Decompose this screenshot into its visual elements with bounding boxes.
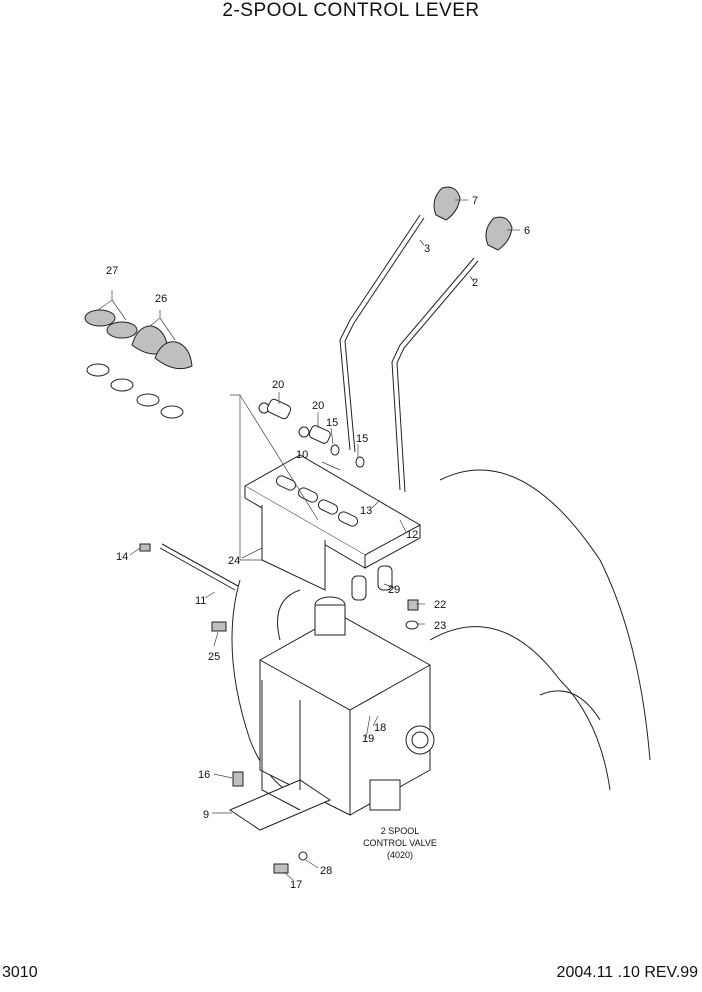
callout-16: 16: [198, 769, 210, 781]
callout-14: 14: [116, 551, 128, 563]
callout-15a: 15: [326, 417, 338, 429]
leader-lines: [129, 199, 520, 881]
callout-12: 12: [406, 529, 418, 541]
knob-6: [485, 216, 513, 251]
plug-22: [407, 599, 419, 611]
callout-2: 2: [472, 277, 478, 289]
callout-28: 28: [320, 865, 332, 877]
revision-date: 2004.11 .10 REV.99: [556, 964, 698, 981]
callout-11: 11: [195, 595, 206, 607]
o-ring-23: [405, 620, 419, 630]
page-number: 3010: [2, 964, 38, 981]
control-valve-body: [259, 596, 435, 816]
callout-20a: 20: [272, 379, 284, 391]
callout-3: 3: [424, 243, 430, 255]
callout-17: 17: [290, 879, 302, 891]
bracket-9: [228, 680, 332, 831]
callout-29: 29: [388, 584, 400, 596]
callout-9: 9: [203, 809, 209, 821]
callout-19: 19: [362, 733, 374, 745]
callout-27: 27: [106, 265, 118, 277]
bushings-20: [258, 398, 365, 468]
callout-24: 24: [228, 555, 240, 567]
callout-26: 26: [155, 293, 167, 305]
cover-plate-24: [243, 454, 422, 591]
callout-18: 18: [374, 722, 386, 734]
lever-2: [391, 257, 479, 493]
bolt-25: [211, 621, 227, 632]
spacers-29: [351, 565, 393, 601]
bolt-14: [139, 543, 151, 552]
bolt-17: [273, 863, 289, 874]
callout-6: 6: [524, 225, 530, 237]
callout-brackets: [97, 290, 176, 341]
valve-note-line1: 2 SPOOL: [381, 826, 420, 836]
callout-20b: 20: [312, 400, 324, 412]
lever-3: [339, 214, 425, 453]
valve-note-line2: CONTROL VALVE: [363, 838, 437, 848]
callout-22: 22: [434, 599, 446, 611]
knob-7: [433, 186, 461, 221]
callout-25: 25: [208, 651, 220, 663]
valve-note-line3: (4020): [387, 850, 413, 860]
washer-28: [298, 851, 308, 861]
callout-15b: 15: [356, 433, 368, 445]
boot-27: [84, 309, 138, 392]
callout-23: 23: [434, 620, 446, 632]
rod-11: [159, 543, 239, 591]
machine-body-outline: [231, 469, 651, 801]
callout-10: 10: [296, 449, 308, 461]
callout-13: 13: [360, 505, 372, 517]
callout-7: 7: [472, 195, 478, 207]
page-title: 2-SPOOL CONTROL LEVER: [222, 0, 480, 21]
boot-26: [131, 325, 193, 419]
bolt-16: [232, 771, 244, 787]
